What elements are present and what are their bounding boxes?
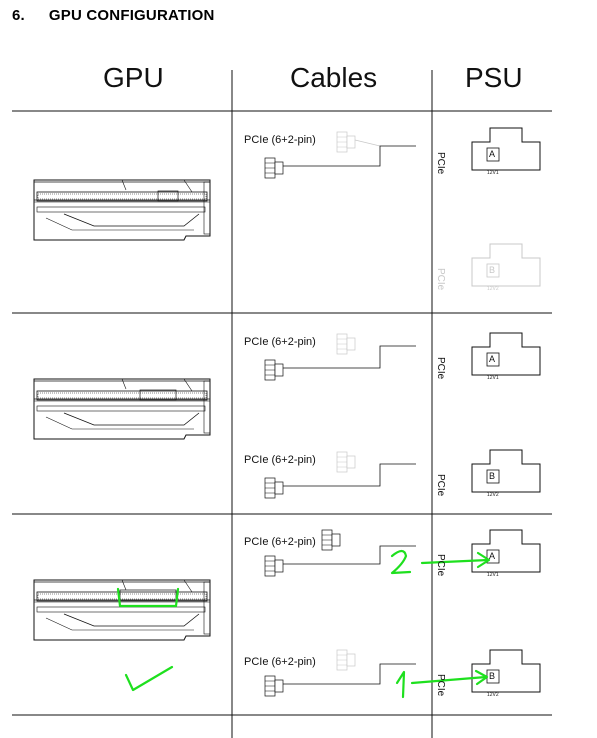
section-number: 6.	[12, 7, 25, 24]
psu-port-letter-row-1-a: A	[489, 149, 496, 159]
arrow-head-b	[474, 669, 489, 686]
cable-label-row-2-lower: PCIe (6+2-pin)	[244, 454, 316, 466]
psu-port-letter-row-3-b: B	[489, 671, 496, 681]
psu-side-label-row-2-a: PCIe	[435, 357, 446, 380]
psu-side-label-row-1-b: PCIe	[435, 268, 446, 291]
cable-row-3-lower	[264, 649, 416, 697]
handwritten-2	[390, 549, 412, 575]
cable-row-2-upper	[264, 333, 416, 381]
column-header-psu: PSU	[465, 62, 523, 93]
handwritten-annotations	[116, 549, 491, 699]
psu-port-row-1-a	[471, 127, 541, 171]
psu-port-row-3-a	[471, 529, 541, 573]
psu-rail-row-3-b: 12V2	[487, 692, 499, 698]
cable-row-3-upper	[264, 529, 416, 577]
psu-port-row-2-b	[471, 449, 541, 493]
cable-label-row-2-upper: PCIe (6+2-pin)	[244, 336, 316, 348]
section-title-text: GPU CONFIGURATION	[48, 7, 215, 24]
psu-port-letter-row-2-a: A	[489, 354, 496, 364]
psu-side-label-row-1-a: PCIe	[435, 152, 446, 175]
psu-rail-row-2-b: 12V2	[487, 492, 499, 498]
psu-port-letter-row-2-b: B	[489, 471, 496, 481]
cable-label-row-3-upper: PCIe (6+2-pin)	[244, 536, 316, 548]
arrow-to-port-a	[420, 558, 490, 565]
cable-label-row-3-lower: PCIe (6+2-pin)	[244, 656, 316, 668]
gpu-card-row-1	[33, 179, 211, 241]
column-header-gpu: GPU	[103, 62, 164, 93]
psu-port-row-2-a	[471, 332, 541, 376]
psu-port-letter-row-3-a: A	[489, 551, 496, 561]
handwritten-1	[395, 670, 406, 699]
arrow-head-a	[476, 551, 491, 569]
psu-side-label-row-3-b: PCIe	[435, 674, 446, 697]
gpu-power-socket	[157, 190, 179, 202]
cable-row-1	[264, 131, 416, 179]
gpu-card-row-3	[33, 579, 211, 641]
psu-rail-row-3-a: 12V1	[487, 572, 499, 578]
gpu-card-row-2	[33, 378, 211, 440]
gpu-socket-highlight	[116, 587, 180, 608]
psu-side-label-row-2-b: PCIe	[435, 474, 446, 497]
psu-port-letter-row-1-b: B	[489, 265, 496, 275]
psu-side-label-row-3-a: PCIe	[435, 554, 446, 577]
cable-row-2-lower	[264, 451, 416, 499]
psu-rail-row-1-a: 12V1	[487, 170, 499, 176]
green-checkmark	[124, 665, 174, 692]
section-heading: 6. GPU CONFIGURATION	[12, 7, 215, 24]
psu-rail-row-2-a: 12V1	[487, 375, 499, 381]
psu-port-row-3-b	[471, 649, 541, 693]
psu-port-row-1-b	[471, 243, 541, 287]
psu-rail-row-1-b: 12V2	[487, 286, 499, 292]
column-header-cables: Cables	[290, 62, 378, 93]
cable-label-row-1: PCIe (6+2-pin)	[244, 134, 316, 146]
arrow-to-port-b	[410, 675, 488, 685]
